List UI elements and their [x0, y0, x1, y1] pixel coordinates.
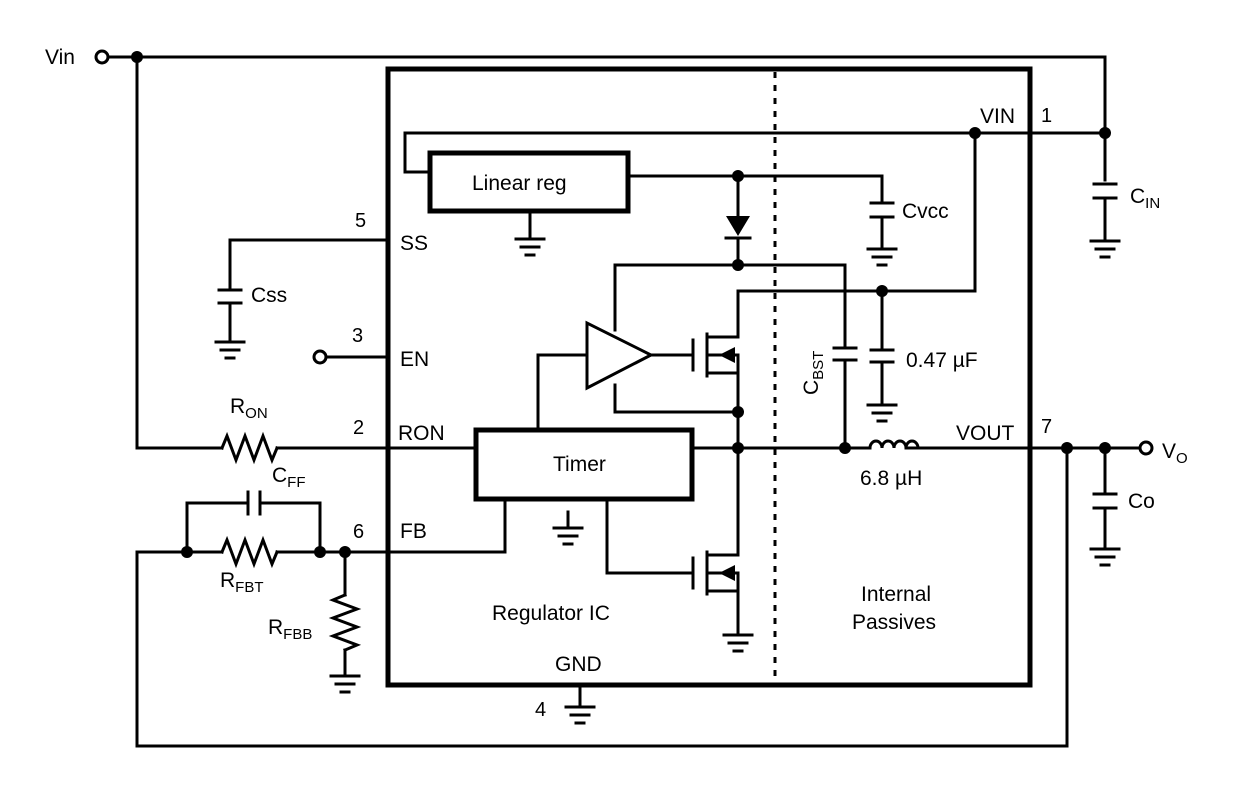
co-label: Co: [1128, 490, 1155, 513]
pin-3: 3: [352, 325, 363, 347]
rfbb-label: RFBB: [268, 616, 312, 643]
pin-5: 5: [355, 210, 366, 232]
en-pin: [312, 349, 390, 365]
en-pin-label: EN: [400, 348, 429, 371]
feedback-loop: [135, 446, 1069, 748]
cvcc-capacitor: [866, 174, 898, 267]
boot-rail: [613, 263, 858, 450]
timer-block: [473, 427, 695, 502]
timer-ground: [552, 510, 584, 546]
pin-6: 6: [353, 521, 364, 543]
vout-pin-label: VOUT: [956, 422, 1015, 445]
cvcc-label: Cvcc: [902, 200, 949, 223]
co-capacitor: [1089, 446, 1121, 567]
internal-passives-label-2: Passives: [852, 611, 936, 634]
ss-pin-label: SS: [400, 232, 428, 255]
switch-node: [690, 442, 872, 454]
regulator-ic-label: Regulator IC: [492, 602, 610, 625]
cap-value-label: 0.47 µF: [906, 349, 978, 372]
vin-internal-rail: [403, 127, 1111, 293]
fb-pin-label: FB: [400, 520, 427, 543]
cbst-label: CBST: [800, 351, 827, 395]
ss-network: [214, 238, 390, 360]
vin-pin-label: VIN: [980, 105, 1015, 128]
gate-driver: [536, 320, 740, 430]
internal-passives-label-1: Internal: [861, 583, 931, 606]
timer-label: Timer: [553, 453, 606, 476]
vo-label: VO: [1162, 440, 1188, 467]
rfbt-label: RFBT: [220, 569, 264, 596]
linear-reg-label: Linear reg: [472, 172, 567, 195]
fb-network: [135, 490, 507, 694]
inductor-value-label: 6.8 µH: [860, 467, 922, 490]
cin-capacitor: [1089, 182, 1121, 259]
cff-label: CFF: [272, 464, 306, 491]
bootstrap-diode: [724, 174, 752, 271]
linear-reg-ground: [514, 209, 546, 257]
pin-7: 7: [1041, 416, 1052, 438]
ron-label: RON: [230, 395, 268, 422]
ron-resistor: [135, 431, 478, 465]
pin-4: 4: [535, 699, 546, 721]
module-boundary: [385, 66, 1033, 688]
pin-2: 2: [353, 417, 364, 439]
bypass-capacitor: [866, 285, 898, 423]
high-side-mosfet: [691, 289, 744, 450]
vin-rail: [94, 49, 1107, 450]
ron-pin-label: RON: [398, 422, 445, 445]
low-side-mosfet: [605, 446, 754, 653]
cin-label: CIN: [1130, 185, 1160, 212]
pin-1: 1: [1041, 105, 1052, 127]
css-label: Css: [251, 284, 287, 307]
ic-ground: [564, 683, 596, 725]
gnd-pin-label: GND: [555, 653, 602, 676]
vin-label: Vin: [45, 46, 75, 69]
